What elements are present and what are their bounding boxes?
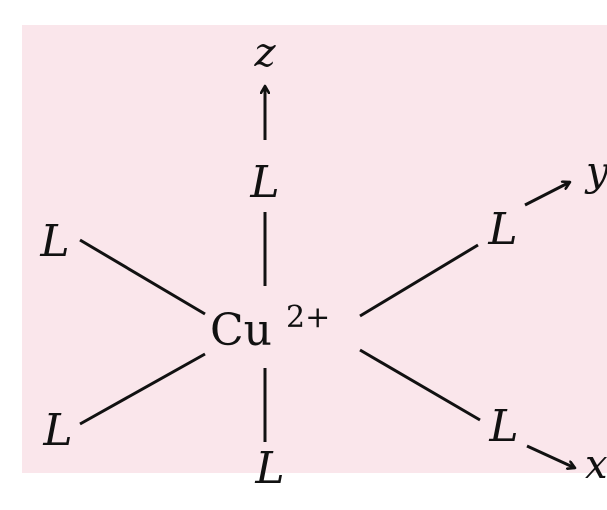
- ligand-lower-left: L: [42, 405, 72, 456]
- central-ion-label: Cu 2+: [210, 300, 330, 356]
- ligand-bottom: L: [254, 443, 284, 494]
- z-axis-label: z: [253, 30, 276, 76]
- ligand-lower-right: L: [488, 401, 518, 452]
- ligand-top: L: [249, 157, 279, 208]
- y-axis-arrow: [524, 182, 570, 207]
- ligand-upper-left: L: [39, 216, 69, 267]
- ligand-upper-right: L: [487, 204, 517, 255]
- bond-upper-right: [359, 243, 479, 318]
- x-axis-label: x: [585, 442, 607, 488]
- x-axis-arrow: [526, 444, 575, 468]
- y-axis-label: y: [584, 149, 607, 195]
- bond-lower-left: [79, 352, 206, 426]
- bond-upper-left: [79, 238, 206, 316]
- bond-lower-right: [359, 348, 481, 422]
- diagram-background: [22, 25, 607, 473]
- central-ion-symbol: Cu: [210, 305, 272, 356]
- central-ion-charge: 2+: [286, 300, 330, 335]
